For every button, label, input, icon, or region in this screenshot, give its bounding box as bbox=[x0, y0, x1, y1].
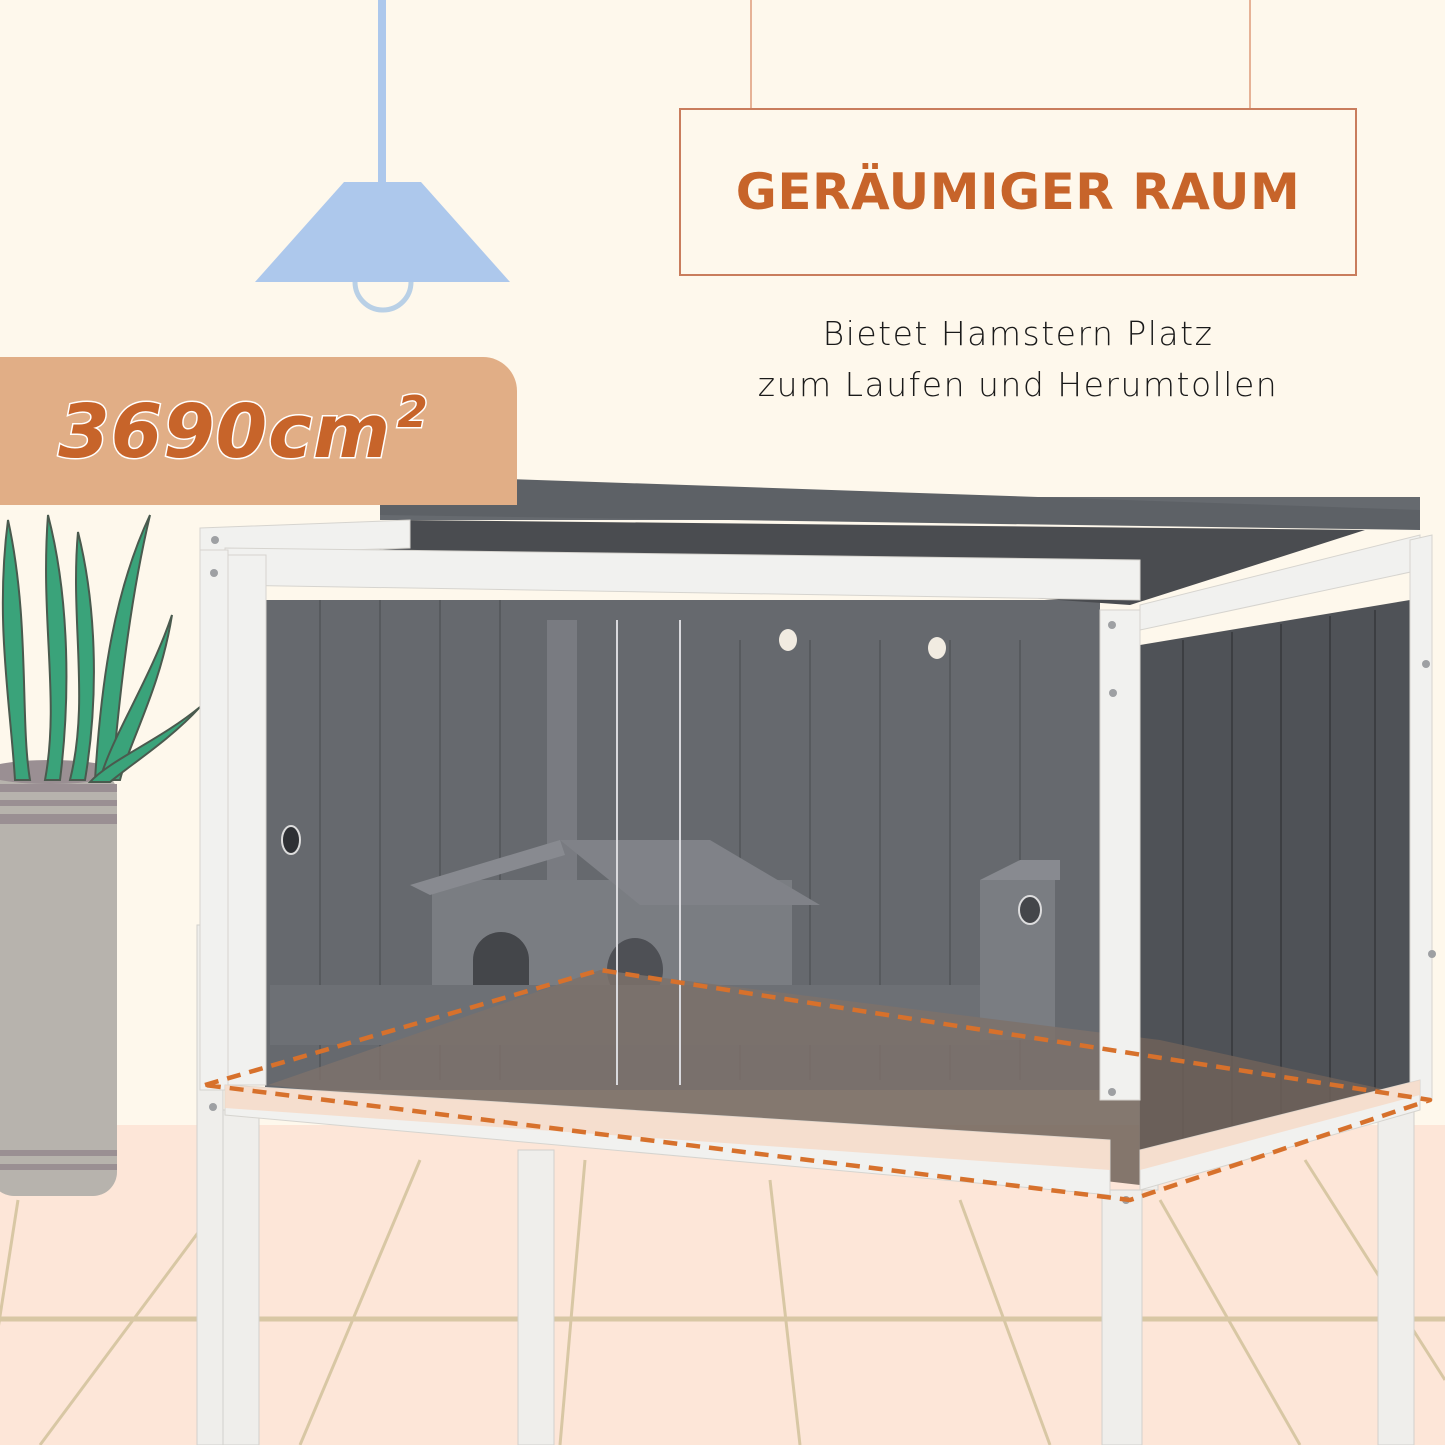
plant-leaves-icon bbox=[1, 514, 201, 783]
pendant-lamp-icon bbox=[255, 0, 510, 313]
acrylic-front-panel bbox=[265, 600, 1100, 1090]
cage-side-panel bbox=[1140, 600, 1410, 1165]
subtitle-line-2: zum Laufen und Herumtollen bbox=[757, 365, 1279, 404]
subtitle-line-1: Bietet Hamstern Platz bbox=[822, 314, 1214, 353]
area-dashed-outline bbox=[204, 967, 1433, 1203]
area-unit-superscript: 2 bbox=[396, 386, 430, 440]
cage-floor bbox=[268, 970, 1410, 1185]
headline-frame: GERÄUMIGER RAUM bbox=[679, 108, 1357, 276]
plant-pot-icon bbox=[0, 760, 117, 1196]
headline-subtitle: Bietet Hamstern Platz zum Laufen und Her… bbox=[679, 308, 1357, 410]
headline-title: GERÄUMIGER RAUM bbox=[735, 163, 1301, 221]
area-value-text: 3690cm bbox=[57, 388, 392, 477]
